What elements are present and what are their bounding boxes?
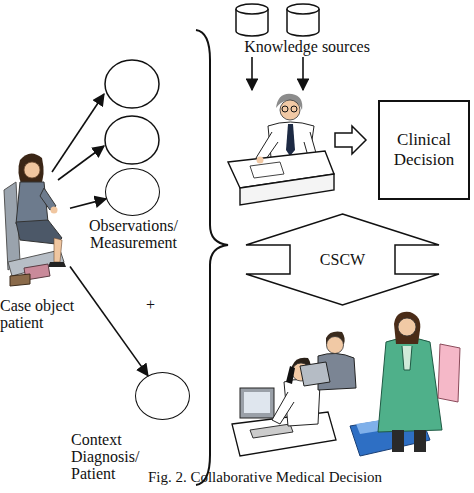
arrow-line — [302, 57, 304, 90]
observation-circle: Observations/ Measurement — [105, 168, 160, 216]
face — [24, 162, 40, 178]
node-label: Case object patient — [0, 297, 82, 331]
clipboard — [438, 344, 460, 402]
node-label: Observations/ Measurement — [76, 217, 191, 251]
patient-figure — [4, 153, 66, 286]
doctor-coat — [378, 338, 442, 432]
desk-front — [240, 174, 334, 205]
monitor — [240, 388, 274, 418]
hand — [257, 157, 264, 164]
node-label: CSCW — [320, 251, 365, 268]
arm — [272, 392, 294, 424]
observation-circle — [105, 60, 159, 108]
hand — [51, 207, 58, 214]
torso — [16, 182, 48, 224]
node-label: Clinical Decision — [380, 130, 468, 170]
hair — [394, 312, 420, 344]
node-label: Context Diagnosis/ Patient — [71, 431, 149, 482]
figure-caption: Fig. 2. Collaborative Medical Decision — [100, 469, 430, 486]
decision-box: Clinical Decision — [378, 100, 470, 200]
face — [280, 100, 300, 120]
database-cylinder — [287, 4, 319, 36]
database-cylinder — [236, 4, 268, 36]
doctor-at-desk — [228, 94, 334, 205]
arrow-connector — [70, 199, 106, 208]
phone — [286, 366, 295, 384]
face — [327, 337, 344, 354]
arrow-line — [52, 94, 104, 172]
hollow-arrow — [335, 126, 366, 154]
double-arrow-outline — [246, 214, 439, 305]
cylinder-top — [236, 4, 268, 14]
glasses — [291, 106, 297, 112]
laptop — [300, 362, 330, 386]
arrow-line — [251, 57, 253, 90]
cylinder-top — [287, 4, 319, 14]
context-circle: Context Diagnosis/ Patient — [135, 372, 190, 420]
book — [10, 274, 30, 286]
leg — [54, 238, 62, 262]
node-label: Knowledge sources — [244, 38, 370, 55]
knowledge-sources: Knowledge sources — [232, 36, 382, 56]
cscw-double-arrow: CSCW — [245, 213, 440, 306]
leg — [414, 430, 426, 452]
collaborators — [232, 312, 460, 456]
screen — [244, 392, 270, 413]
collar — [402, 346, 412, 370]
arrow-connector — [70, 267, 148, 376]
patient-node: Case object patient — [0, 150, 70, 285]
tie — [286, 124, 295, 156]
keyboard — [250, 424, 293, 438]
hair — [18, 153, 43, 186]
face — [398, 318, 416, 336]
curly-brace — [196, 30, 228, 485]
observation-circle — [105, 116, 159, 164]
glasses — [282, 106, 288, 112]
shoe — [48, 262, 66, 267]
paper — [250, 162, 284, 178]
plus-sign: + — [146, 296, 155, 313]
arrow-line — [58, 146, 104, 180]
leg — [392, 430, 404, 452]
